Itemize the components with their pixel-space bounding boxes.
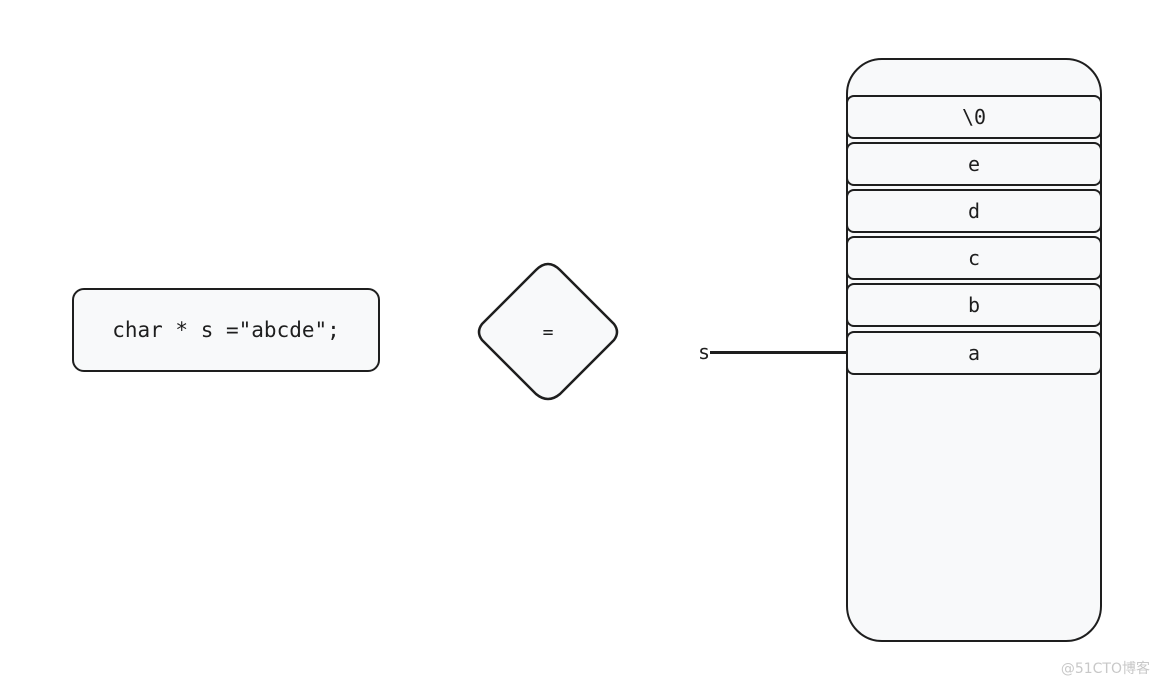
memory-cell-null-terminator: \0 (846, 95, 1102, 139)
cell-value: c (967, 246, 981, 270)
code-statement-text: char * s ="abcde"; (112, 318, 340, 342)
assignment-diamond (477, 262, 619, 401)
memory-cell-a: a (846, 331, 1102, 375)
watermark: @51CTO博客 (1060, 661, 1150, 677)
cell-value: a (967, 341, 981, 365)
memory-cell-b: b (846, 283, 1102, 327)
cell-value: d (967, 199, 981, 223)
pointer-label: s (698, 340, 711, 364)
cell-value: \0 (961, 105, 987, 129)
memory-cell-e: e (846, 142, 1102, 186)
pointer-arrow-line (710, 351, 846, 354)
operator-text: = (542, 321, 554, 343)
code-statement-box: char * s ="abcde"; (72, 288, 380, 372)
memory-cell-d: d (846, 189, 1102, 233)
cell-value: e (967, 152, 981, 176)
assignment-operator-label: = (474, 262, 622, 402)
memory-cell-c: c (846, 236, 1102, 280)
cell-value: b (967, 293, 981, 317)
